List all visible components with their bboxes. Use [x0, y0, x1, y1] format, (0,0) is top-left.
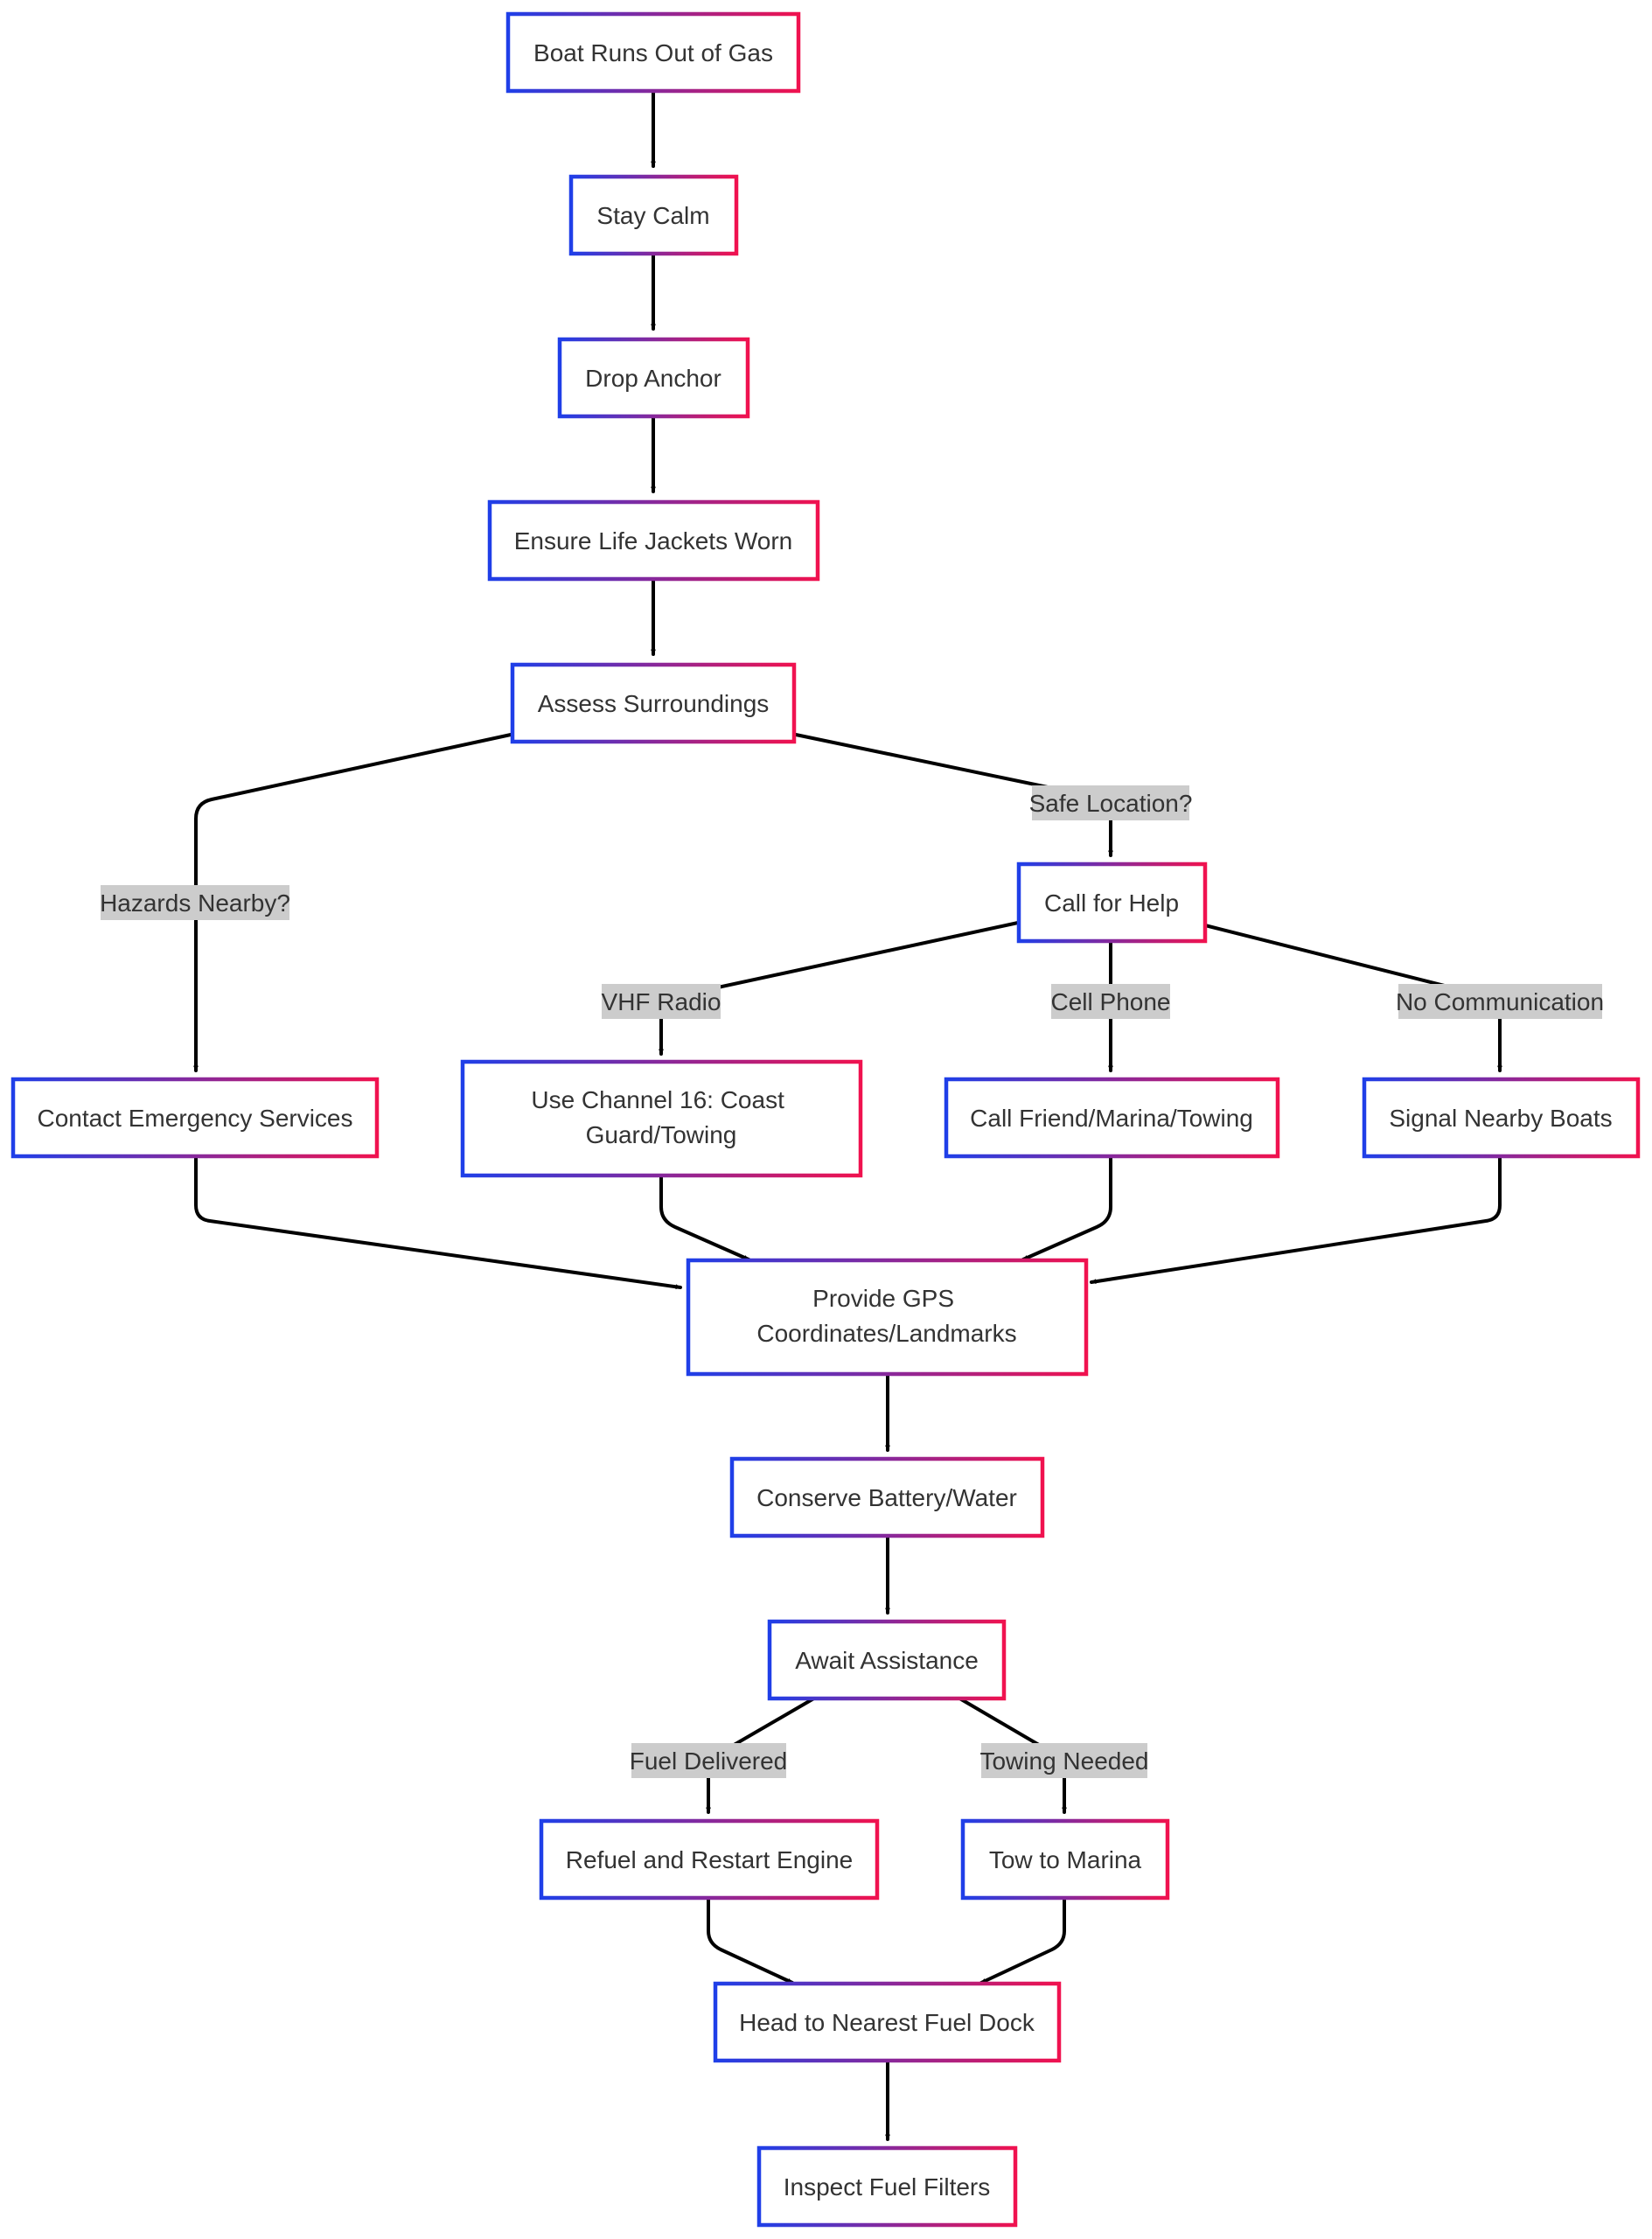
edge-label-towing-needed: Towing Needed	[979, 1747, 1148, 1775]
edge-label-bg	[631, 1743, 786, 1778]
node-conserve-battery-water: Conserve Battery/Water	[729, 1456, 1045, 1538]
node-call-friend-marina-towing: Call Friend/Marina/Towing	[944, 1077, 1280, 1159]
edge-label-bg	[1032, 785, 1189, 820]
edge-refuel-to-dock	[707, 1896, 794, 1984]
edge-label-cell-phone: Cell Phone	[1051, 988, 1171, 1015]
svg-text:Head to Nearest Fuel Dock: Head to Nearest Fuel Dock	[739, 2009, 1035, 2036]
node-label: Refuel and Restart Engine	[566, 1846, 853, 1873]
svg-text:Call Friend/Marina/Towing: Call Friend/Marina/Towing	[970, 1105, 1253, 1132]
node-label: Head to Nearest Fuel Dock	[739, 2009, 1035, 2036]
node-call-for-help: Call for Help	[1016, 861, 1208, 944]
edge-label-bg	[101, 885, 289, 920]
node-label-line-1: Use Channel 16: Coast	[531, 1086, 784, 1113]
edge-labels: Safe Location? Hazards Nearby? VHF Radio…	[100, 785, 1604, 1778]
node-use-channel-16: Use Channel 16: Coast Guard/Towing	[460, 1059, 863, 1178]
node-label-line-2: Coordinates/Landmarks	[756, 1320, 1016, 1347]
node-label: Stay Calm	[596, 202, 709, 229]
node-label: Boat Runs Out of Gas	[533, 39, 773, 66]
svg-text:Conserve Battery/Water: Conserve Battery/Water	[756, 1484, 1017, 1511]
svg-text:Ensure Life Jackets Worn: Ensure Life Jackets Worn	[514, 527, 793, 555]
node-signal-nearby-boats: Signal Nearby Boats	[1362, 1077, 1641, 1159]
svg-text:Drop Anchor: Drop Anchor	[585, 365, 721, 392]
node-assess-surroundings: Assess Surroundings	[510, 662, 797, 744]
node-ensure-life-jackets: Ensure Life Jackets Worn	[487, 499, 820, 582]
node-refuel-and-restart: Refuel and Restart Engine	[539, 1818, 880, 1901]
edge-label-bg	[981, 1743, 1147, 1778]
svg-text:Await Assistance: Await Assistance	[795, 1647, 979, 1674]
node-provide-gps: Provide GPS Coordinates/Landmarks	[686, 1258, 1089, 1377]
node-drop-anchor: Drop Anchor	[557, 337, 750, 419]
node-label: Ensure Life Jackets Worn	[514, 527, 793, 555]
edge-label-hazards-nearby: Hazards Nearby?	[100, 889, 290, 917]
node-label: Call Friend/Marina/Towing	[970, 1105, 1253, 1132]
edge-cell-to-gps	[1021, 1153, 1112, 1261]
node-contact-emergency-services: Contact Emergency Services	[10, 1077, 380, 1159]
edge-label-bg	[602, 984, 721, 1019]
node-label: Call for Help	[1044, 889, 1179, 917]
node-label: Conserve Battery/Water	[756, 1484, 1017, 1511]
node-label: Tow to Marina	[989, 1846, 1142, 1873]
edge-vhf-to-gps	[659, 1172, 750, 1261]
node-label: Contact Emergency Services	[37, 1105, 352, 1132]
edge-emergency-to-gps	[194, 1153, 682, 1290]
edge-label-safe-location: Safe Location?	[1029, 790, 1193, 817]
nodes: Boat Runs Out of Gas Stay Calm Drop Anch…	[10, 11, 1641, 2228]
edge-assess-to-emergency	[193, 733, 512, 1072]
svg-text:Contact Emergency Services: Contact Emergency Services	[37, 1105, 352, 1132]
node-tow-to-marina: Tow to Marina	[960, 1818, 1170, 1901]
edge-signal-to-gps	[1090, 1153, 1502, 1285]
svg-text:Signal Nearby Boats: Signal Nearby Boats	[1389, 1105, 1612, 1132]
svg-text:Provide GPS Coordinate: Provide GPS Coordinates/Landmarks	[756, 1285, 1016, 1347]
svg-text:Call for Help: Call for Help	[1044, 889, 1179, 917]
node-inspect-fuel-filters: Inspect Fuel Filters	[756, 2145, 1018, 2228]
node-label: Assess Surroundings	[538, 690, 770, 717]
edge-label-no-communication: No Communication	[1396, 988, 1604, 1015]
node-label: Inspect Fuel Filters	[784, 2173, 991, 2201]
node-label: Signal Nearby Boats	[1389, 1105, 1612, 1132]
node-label-line-2: Guard/Towing	[586, 1121, 737, 1148]
edge-label-bg	[1051, 984, 1170, 1019]
edge-label-vhf-radio: VHF Radio	[602, 988, 721, 1015]
node-stay-calm: Stay Calm	[568, 174, 739, 256]
svg-text:Use Channel 16: Coast: Use Channel 16: Coast Guard/Towing	[531, 1086, 791, 1148]
edge-tow-to-dock	[979, 1896, 1066, 1984]
svg-text:Tow to Marina: Tow to Marina	[989, 1846, 1142, 1873]
node-await-assistance: Await Assistance	[767, 1619, 1007, 1701]
node-boat-runs-out-of-gas: Boat Runs Out of Gas	[505, 11, 801, 94]
svg-text:Inspect Fuel Filters: Inspect Fuel Filters	[784, 2173, 991, 2201]
edge-label-bg	[1398, 984, 1602, 1019]
node-head-to-fuel-dock: Head to Nearest Fuel Dock	[713, 1981, 1062, 2063]
node-label: Await Assistance	[795, 1647, 979, 1674]
edge-label-fuel-delivered: Fuel Delivered	[630, 1747, 788, 1775]
svg-text:Assess Surroundings: Assess Surroundings	[538, 690, 770, 717]
node-label: Drop Anchor	[585, 365, 721, 392]
svg-text:Stay Calm: Stay Calm	[596, 202, 709, 229]
svg-text:Boat Runs Out of Gas: Boat Runs Out of Gas	[533, 39, 773, 66]
node-label-line-1: Provide GPS	[812, 1285, 954, 1312]
svg-text:Refuel and Restart Engine: Refuel and Restart Engine	[566, 1846, 853, 1873]
